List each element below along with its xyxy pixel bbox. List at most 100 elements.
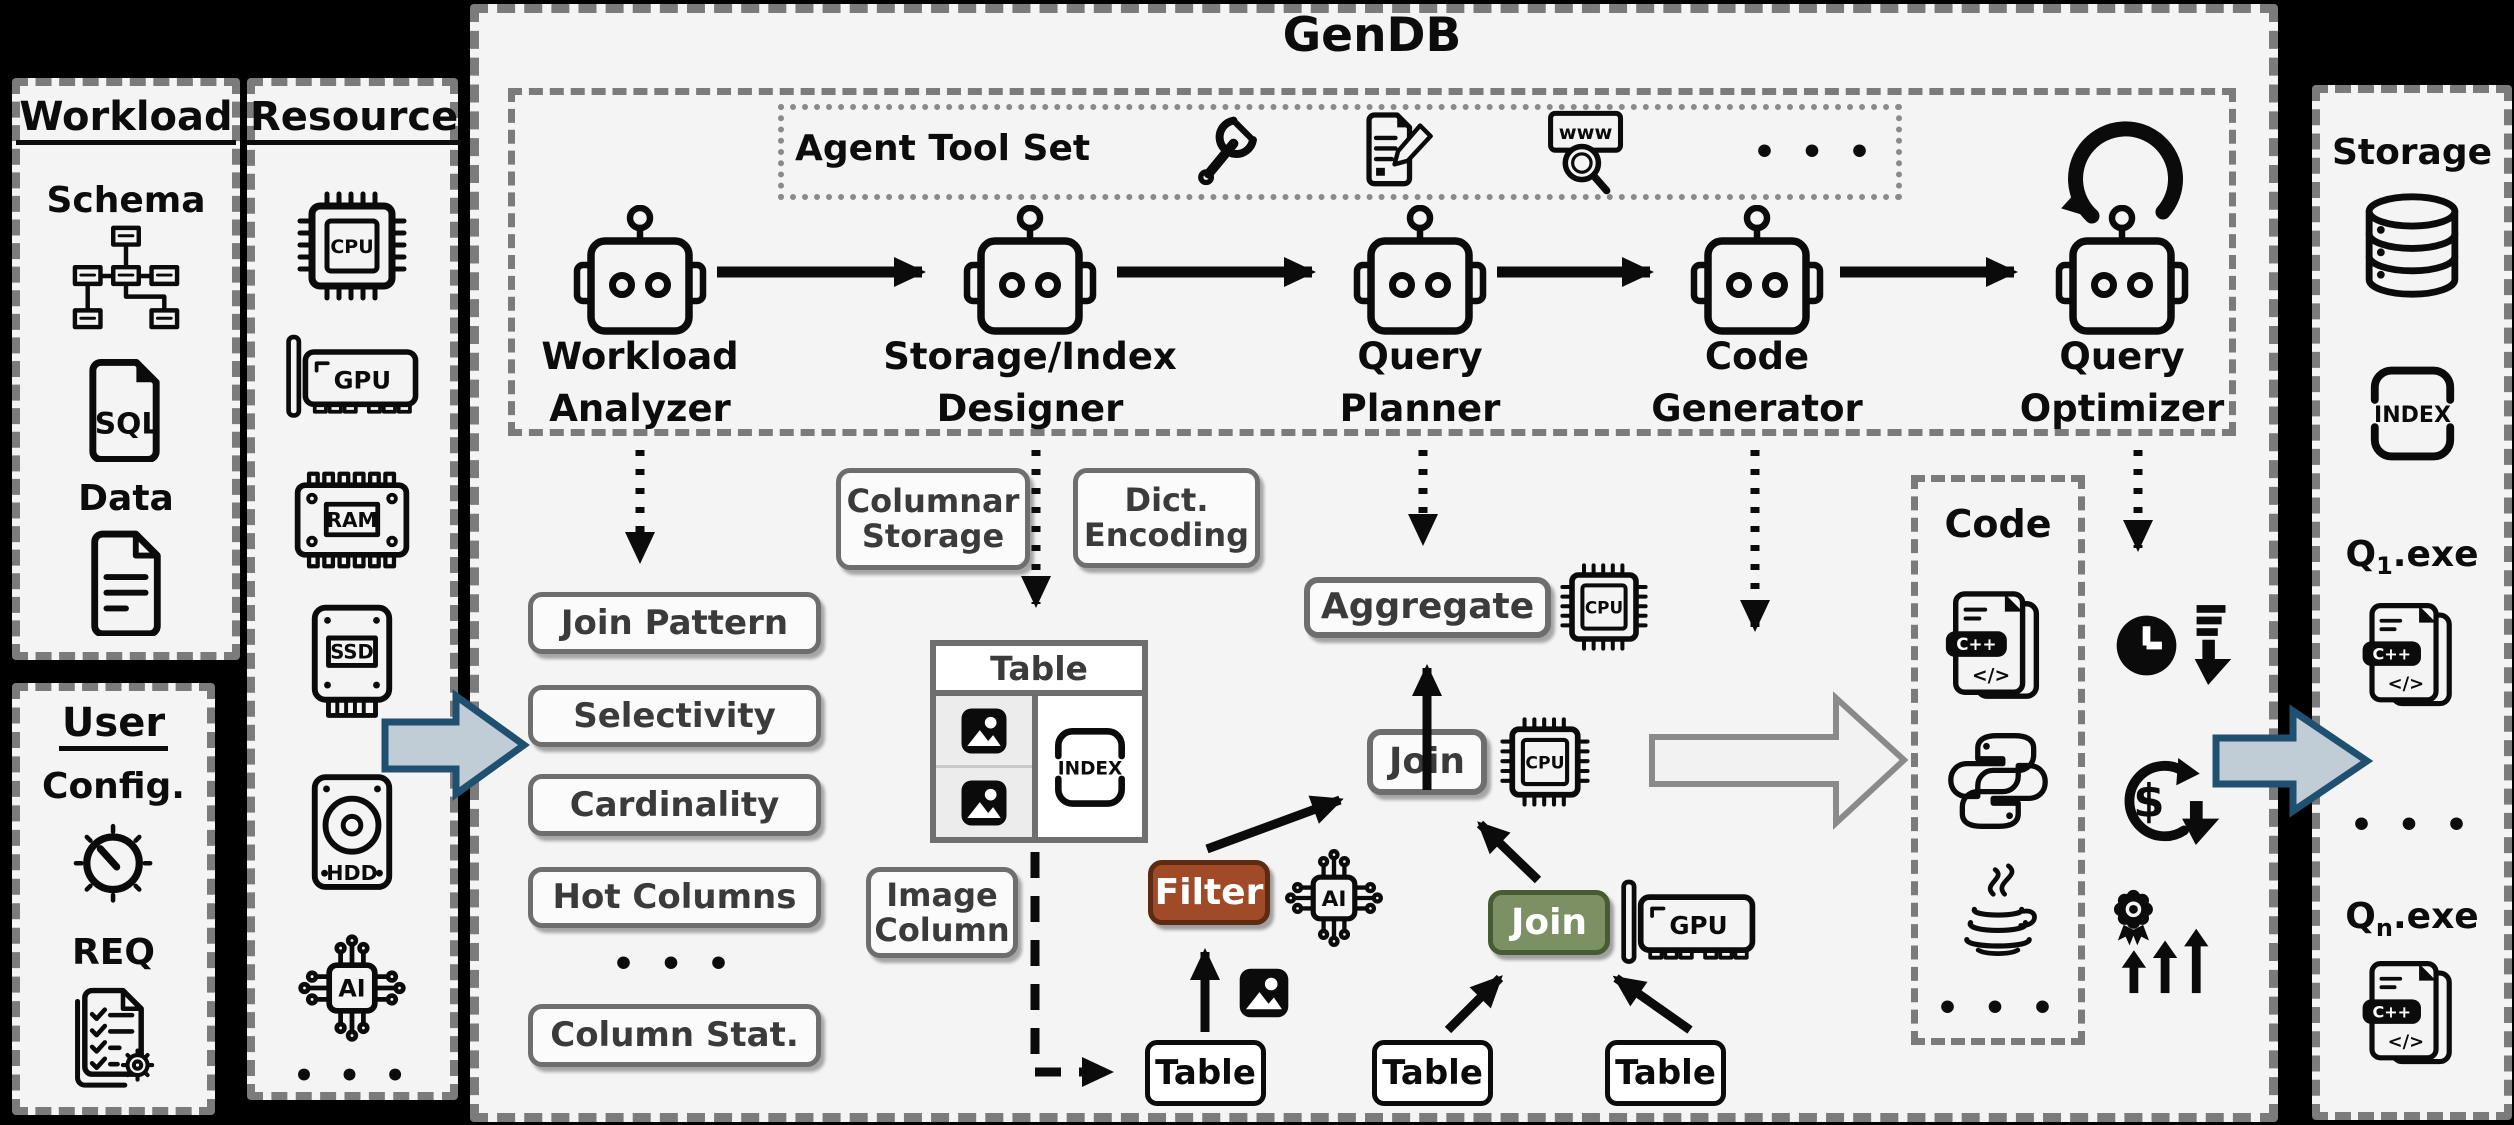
schema-icon [72,225,180,330]
index-icon-text: INDEX [1058,758,1123,779]
ssd-icon: SSD [311,604,393,718]
cpp-file-icon: C++ </> [1945,591,2040,699]
columnar-line2: Storage [861,517,1005,555]
robot-code-generator-icon [1690,205,1824,335]
cpp-label-text: C++ [1956,634,1996,654]
database-icon [2365,193,2459,298]
table-leaf-1: Table [1145,1040,1266,1106]
svg-text:C++: C++ [2373,1002,2412,1021]
latency-decrease-icon [2116,605,2232,685]
analysis-ellipsis: • • • [611,944,737,985]
output-panel [2312,85,2512,1120]
columnar-storage-box: Columnar Storage [836,468,1030,570]
q1-sub: 1 [2376,552,2393,580]
gpu-icon-text: GPU [334,365,391,394]
cpu-chip-aggregate-icon: CPU [1560,563,1648,651]
table-structure: Table [930,640,1148,843]
table-leaf-2: Table [1372,1040,1493,1106]
req-label: REQ [72,932,155,973]
sql-icon-text: SQL [95,406,161,441]
resource-panel [247,78,458,1100]
ai-chip-icon: AI [298,934,406,1042]
code-ellipsis: • • • [1935,988,2061,1029]
toolset-ellipsis: • • • [1752,132,1878,173]
index-icon: INDEX [1055,727,1125,807]
cpu-icon: CPU [297,191,407,301]
agent-label-3b: Planner [1339,387,1501,430]
dollar-symbol: $ [2133,775,2164,828]
quality-increase-icon [2113,889,2209,994]
image-column-line2: Column [874,910,1010,949]
agent-label-4b: Generator [1651,387,1863,430]
agents-box [508,88,2236,436]
gendb-panel [470,4,2278,1122]
user-title-text: User [58,700,169,751]
data-file-icon [91,530,161,636]
q1-exe-label: Q1.exe [2312,534,2512,580]
www-text: www [1559,121,1613,144]
web-search-icon: www [1548,110,1624,195]
svg-text:</>: </> [2388,1031,2424,1052]
dict-line1: Dict. [1124,481,1209,520]
toolset-label: Agent Tool Set [795,128,1091,169]
robot-query-optimizer-icon [2055,205,2189,335]
code-box [1911,475,2085,1045]
cpu-chip-join-icon: CPU [1500,717,1590,807]
q1-ext: .exe [2392,534,2479,575]
hdd-icon-text: HDD [326,861,377,885]
cpp-file-icon: C++ </> [2362,961,2452,1065]
data-label: Data [78,478,174,519]
svg-text:C++: C++ [2373,644,2412,663]
ram-icon-text: RAM [327,508,378,532]
q1-base: Q [2345,534,2377,575]
dict-encoding-box: Dict. Encoding [1073,468,1260,568]
cpu-chip-text: CPU [1525,754,1564,774]
req-checklist-icon [75,987,155,1088]
photo-icon [961,780,1007,825]
table-image-column-cells [936,696,1038,837]
image-column-box: Image Column [866,867,1018,958]
column-stat-box: Column Stat. [528,1004,821,1067]
svg-text:</>: </> [2388,673,2424,694]
resource-title: Resource [247,94,462,145]
index-icon: INDEX [2370,366,2455,461]
qn-exe-label: Qn.exe [2312,896,2512,942]
join-gpu-box: Join [1488,890,1610,955]
resource-ellipsis: • • • [293,1056,412,1096]
dict-line2: Encoding [1083,516,1250,554]
ram-icon: RAM [294,471,410,569]
java-icon [1964,863,2037,956]
table-structure-title: Table [936,646,1142,696]
workload-panel [12,78,240,660]
image-column-line1: Image [886,875,998,914]
workload-title: Workload [12,94,240,145]
python-icon [1948,733,2048,829]
ai-chip-text: AI [1322,887,1347,912]
sql-file-icon: SQL [89,359,161,462]
qn-base: Q [2345,896,2376,937]
agent-toolset-box [778,104,1902,200]
join-pattern-box: Join Pattern [528,592,821,654]
cost-decrease-icon: $ [2124,758,2220,846]
agent-label-5b: Optimizer [2019,387,2225,430]
cpu-chip-text: CPU [1585,597,1623,617]
filter-box: Filter [1148,860,1270,925]
robot-query-planner-icon [1353,205,1487,335]
gpu-icon: GPU [286,334,419,418]
agent-label-3a: Query [1357,335,1483,378]
hdd-icon: HDD [311,774,393,890]
document-edit-icon [1366,112,1433,187]
config-dial-icon [73,823,153,903]
robot-storage-index-designer-icon [963,205,1097,335]
gendb-title: GenDB [1282,8,1462,63]
config-label: Config. [42,766,185,807]
cardinality-box: Cardinality [528,774,821,836]
workload-title-text: Workload [16,94,236,145]
wrench-icon [1198,116,1257,186]
qn-ext: .exe [2392,896,2479,937]
selectivity-box: Selectivity [528,685,821,747]
aggregate-box: Aggregate [1304,577,1551,638]
agent-label-1b: Analyzer [549,387,731,430]
join-cpu-box: Join [1367,729,1487,795]
cpu-icon-text: CPU [330,236,373,258]
